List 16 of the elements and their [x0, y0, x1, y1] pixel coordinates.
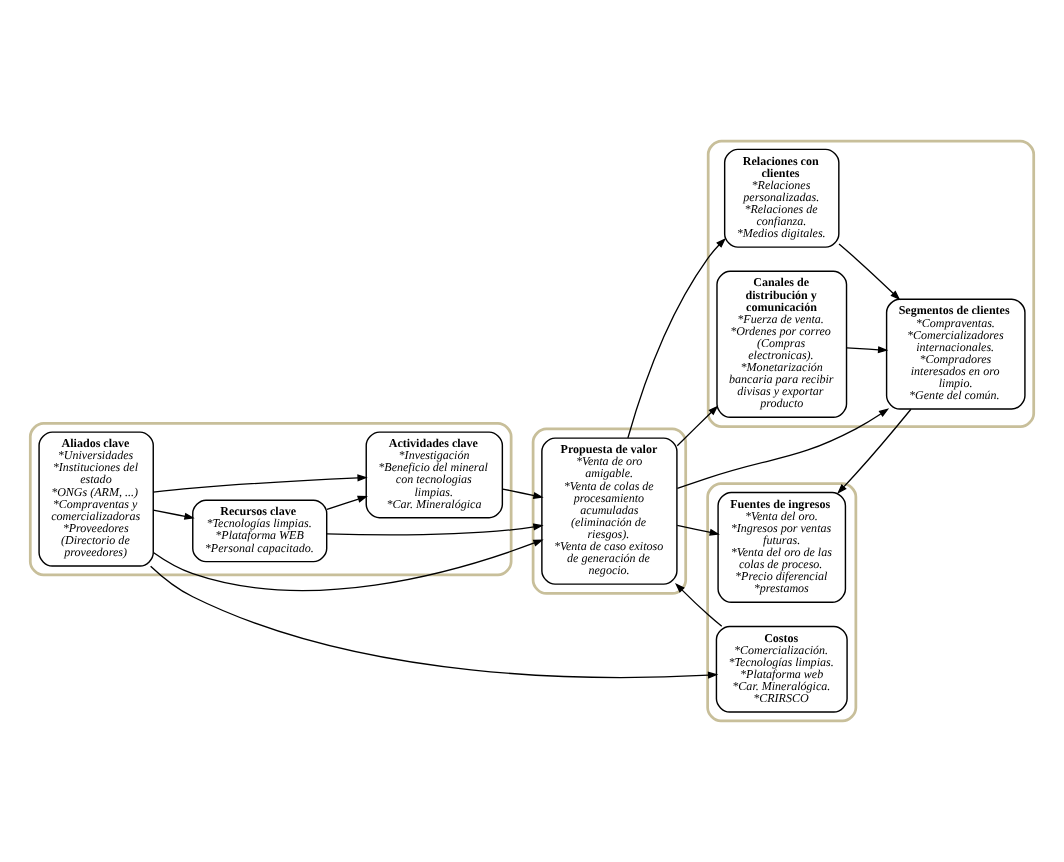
arrow	[152, 509, 195, 520]
arrow	[326, 495, 368, 511]
arrow	[152, 474, 368, 493]
arrow	[846, 346, 889, 354]
cluster	[28, 421, 513, 577]
arrow	[675, 582, 723, 627]
arrow	[150, 565, 719, 679]
arrow	[153, 539, 544, 592]
arrow	[676, 405, 719, 447]
arrow	[326, 523, 544, 536]
arrow	[676, 524, 720, 536]
arrow	[627, 237, 726, 439]
arrow	[502, 488, 544, 499]
arrow	[676, 408, 890, 490]
arrow	[837, 408, 912, 494]
arrow	[838, 243, 901, 301]
